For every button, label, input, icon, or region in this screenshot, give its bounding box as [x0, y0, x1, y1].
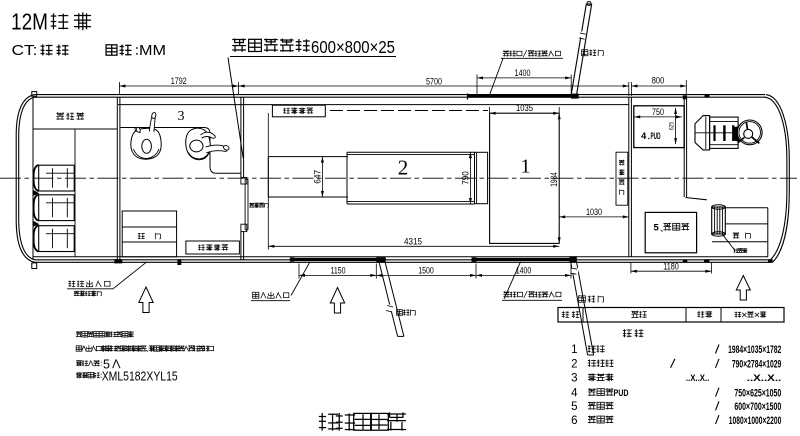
svg-text:1: 1	[521, 156, 531, 178]
svg-text:5700: 5700	[426, 77, 442, 88]
svg-text:1500: 1500	[418, 265, 434, 276]
svg-text:1984: 1984	[549, 172, 559, 187]
svg-text:1400: 1400	[516, 265, 532, 276]
svg-text:647: 647	[313, 170, 323, 184]
svg-text:2: 2	[398, 156, 409, 180]
svg-text:1180: 1180	[663, 261, 679, 272]
svg-text:MM: MM	[139, 42, 166, 59]
svg-text:PUD: PUD	[614, 388, 629, 399]
svg-text:4315: 4315	[404, 236, 422, 247]
svg-text:1030: 1030	[586, 207, 602, 218]
svg-text:2: 2	[571, 359, 577, 371]
svg-text:XML5182XYL15: XML5182XYL15	[102, 370, 178, 384]
svg-text:3: 3	[571, 373, 577, 385]
svg-text:1: 1	[571, 344, 577, 356]
svg-text:1150: 1150	[331, 265, 346, 276]
svg-text:750: 750	[652, 107, 664, 117]
svg-text:790: 790	[461, 171, 471, 185]
svg-text:600×800×25: 600×800×25	[311, 37, 395, 57]
svg-text:600×700×1500: 600×700×1500	[734, 401, 781, 413]
svg-text:790×2784×1029: 790×2784×1029	[732, 359, 781, 371]
svg-text:5: 5	[654, 223, 660, 234]
svg-text:5: 5	[103, 358, 110, 372]
svg-text:750×625×1050: 750×625×1050	[734, 387, 781, 399]
svg-text:4: 4	[641, 131, 647, 142]
svg-text:..X..X..: ..X..X..	[686, 373, 710, 383]
svg-text:1792: 1792	[171, 76, 187, 87]
svg-text:PUD: PUD	[651, 131, 661, 142]
svg-text:1035: 1035	[516, 103, 533, 114]
svg-text:6: 6	[571, 415, 577, 427]
svg-text:1400: 1400	[515, 68, 531, 79]
svg-text:1984×1035×1782: 1984×1035×1782	[728, 344, 781, 356]
svg-text:800: 800	[652, 76, 665, 87]
svg-text:625: 625	[669, 122, 676, 130]
svg-text:1080×1000×2200: 1080×1000×2200	[729, 415, 782, 427]
svg-text:3: 3	[178, 109, 185, 124]
svg-text:CT:: CT:	[12, 42, 38, 59]
svg-text:5: 5	[571, 401, 577, 413]
svg-text:..X..X..: ..X..X..	[747, 373, 781, 383]
svg-text:4: 4	[571, 387, 578, 399]
svg-text:12M: 12M	[11, 9, 48, 35]
